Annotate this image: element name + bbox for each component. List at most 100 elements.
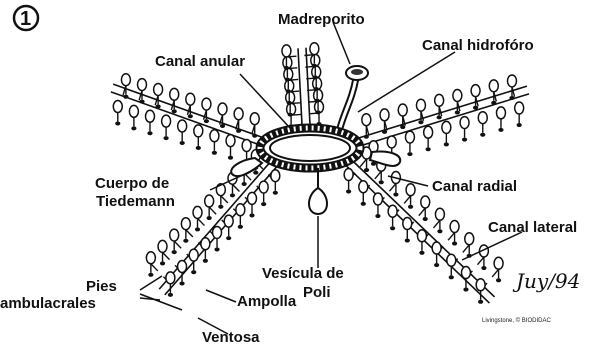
ampulla-icon [417, 230, 426, 242]
ampulla-icon [362, 114, 371, 126]
ampulla-icon [478, 112, 487, 124]
tube-foot-icon [228, 147, 233, 160]
ampulla-icon [202, 98, 211, 110]
tube-foot-icon [390, 217, 395, 230]
lateral-canal [174, 241, 181, 248]
ampulla-icon [236, 204, 245, 216]
label-canal-lateral: Canal lateral [488, 219, 577, 236]
ampulla-icon [162, 115, 171, 127]
ampulla-icon [158, 240, 167, 252]
ampulla-icon [218, 103, 227, 115]
lateral-canal [404, 196, 410, 204]
ampulla-icon [234, 108, 243, 120]
tube-foot-icon [346, 181, 351, 194]
ampulla-icon [344, 169, 353, 181]
ampulla-icon [435, 94, 444, 106]
ampulla-icon [113, 101, 122, 113]
arm [111, 74, 265, 165]
tube-foot-icon [361, 193, 366, 206]
lateral-canal [151, 264, 158, 271]
polian-vesicle-icon [309, 168, 327, 214]
ampulla-icon [507, 75, 516, 87]
tube-foot-icon [196, 137, 201, 150]
arm [146, 150, 279, 297]
tube-foot-icon [375, 205, 380, 218]
ampulla-icon [259, 181, 268, 193]
ampulla-icon [432, 242, 441, 254]
ampulla-icon [476, 279, 485, 291]
ampulla-icon [359, 181, 368, 193]
tube-foot-icon [419, 242, 424, 255]
ampulla-icon [248, 192, 257, 204]
tube-foot-icon [261, 193, 266, 206]
ampulla-icon [210, 130, 219, 142]
ampulla-icon [154, 83, 163, 95]
tube-foot-icon [226, 227, 231, 240]
ampulla-icon [515, 102, 524, 114]
ampulla-icon [421, 196, 430, 208]
tube-foot-icon [131, 117, 136, 130]
ampulla-icon [447, 254, 456, 266]
ampulla-icon [450, 221, 459, 233]
ampulla-icon [271, 170, 280, 182]
label-canal-hidroforo: Canal hidrofóro [422, 37, 534, 54]
ampulla-icon [166, 272, 175, 284]
lateral-canal [360, 159, 366, 167]
ampulla-icon [461, 267, 470, 279]
ampulla-icon [178, 120, 187, 132]
label-pies: Pies [86, 278, 117, 295]
ampulla-icon [435, 208, 444, 220]
lateral-canal [463, 245, 469, 253]
ampulla-icon [181, 218, 190, 230]
ampulla-icon [213, 226, 222, 238]
ampulla-icon [129, 105, 138, 117]
ampulla-icon [201, 238, 210, 250]
lateral-canal [433, 220, 439, 228]
lateral-canal [186, 230, 193, 237]
tube-foot-icon [444, 133, 449, 146]
figure-number-text: 1 [20, 8, 31, 30]
tube-foot-icon [214, 238, 219, 251]
label-vesicula-de: Vesícula de [262, 265, 344, 282]
label-tiedemann: Tiedemann [96, 193, 175, 210]
tube-foot-icon [163, 127, 168, 140]
lateral-canal [477, 257, 483, 265]
tube-foot-icon [407, 143, 412, 156]
ampulla-icon [178, 261, 187, 273]
ampulla-icon [146, 252, 155, 264]
label-ventosa: Ventosa [202, 329, 260, 346]
ampulla-icon [388, 205, 397, 217]
ampulla-icon [471, 85, 480, 97]
tube-foot-icon [434, 254, 439, 267]
lateral-canal [209, 207, 216, 214]
arm [282, 43, 324, 129]
ampulla-icon [380, 109, 389, 121]
ampulla-icon [406, 184, 415, 196]
tube-foot-icon [179, 273, 184, 286]
ampulla-icon [194, 125, 203, 137]
ampulla-icon [226, 135, 235, 147]
label-canal-radial: Canal radial [432, 178, 517, 195]
ring-canal [260, 128, 360, 168]
tube-foot-icon [180, 132, 185, 145]
ampulla-icon [310, 43, 319, 55]
lateral-canal [198, 218, 205, 225]
ampulla-icon [282, 45, 291, 57]
figure-number: 1 [14, 6, 38, 30]
lateral-canal [375, 171, 381, 179]
lateral-canal [232, 184, 239, 191]
ampulla-icon [460, 117, 469, 129]
ampulla-icon [453, 90, 462, 102]
tube-foot-icon [115, 113, 120, 126]
label-cuerpo-de: Cuerpo de [95, 175, 169, 192]
credit-text: Livingstone, © BIODIDAC [482, 317, 551, 324]
lateral-canal [221, 196, 228, 203]
ampulla-icon [250, 113, 259, 125]
ampulla-icon [403, 218, 412, 230]
label-ambulacrales: ambulacrales [0, 295, 96, 312]
label-madreporito: Madreporito [278, 11, 365, 28]
ampulla-icon [424, 126, 433, 138]
ampulla-icon [224, 215, 233, 227]
label-ampolla: Ampolla [237, 293, 297, 310]
